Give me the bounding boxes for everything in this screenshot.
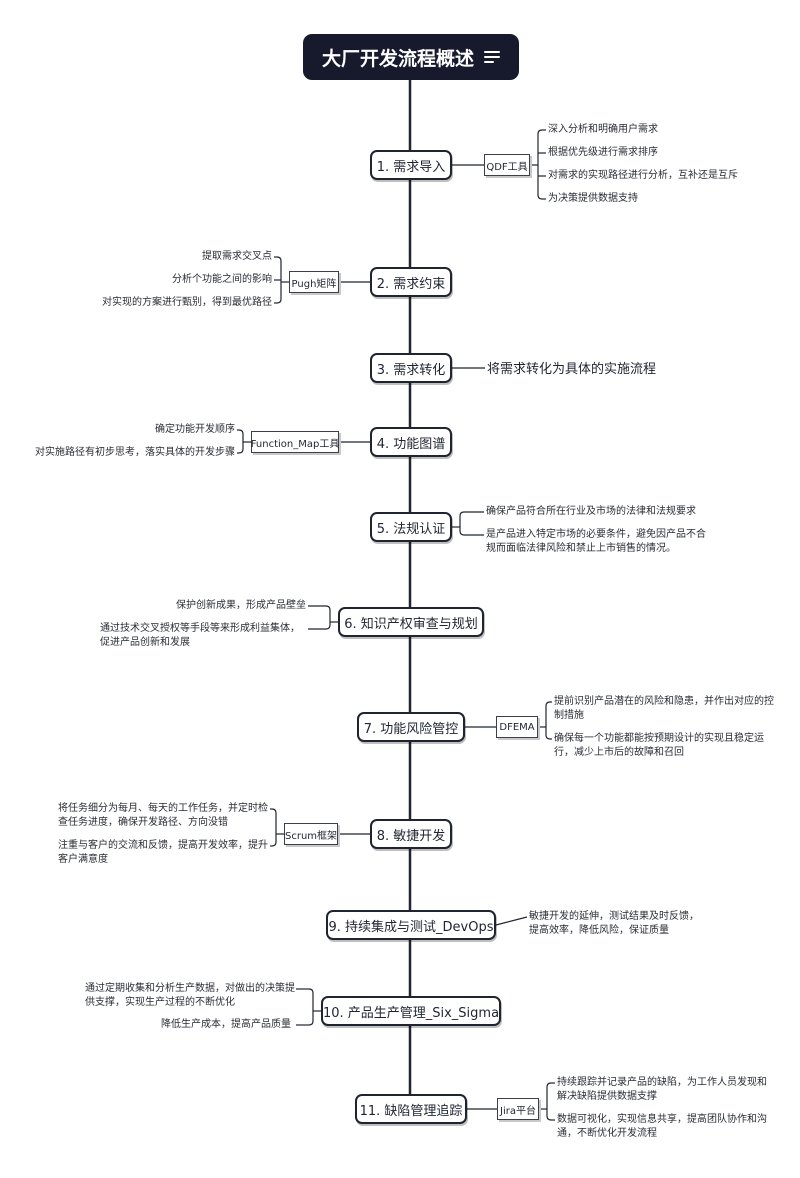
step-1-leaf-4: 为决策提供数据支持	[548, 193, 638, 204]
connector-curve	[308, 1020, 314, 1026]
connector-curve	[271, 841, 277, 847]
connector-curve	[276, 298, 282, 304]
step-1-leaf-3: 对需求的实现路径进行分析，互补还是互斥	[548, 170, 738, 181]
step-4-leaf-2: 对实施路径有初步思考，落实具体的开发步骤	[35, 447, 235, 458]
step-6-leaf-1: 保护创新成果，形成产品壁垒	[176, 600, 306, 611]
connector-curve	[238, 429, 244, 435]
step-5-leaf-2: 是产品进入特定市场的必要条件，避免因产品不合规而面临法律风险和禁止上市销售的情况…	[486, 529, 706, 554]
connector-curve	[271, 808, 277, 814]
connector-curve	[459, 511, 465, 517]
connector-curve	[545, 701, 551, 707]
step-6-leaf-2: 通过技术交叉授权等手段等来形成利益集体，促进产品创新和发展	[100, 623, 300, 648]
title-text: 大厂开发流程概述	[321, 47, 474, 70]
step-2-leaf-2: 分析个功能之间的影响	[172, 274, 272, 285]
step-7-leaf-2: 确保每一个功能都能按预期设计的实现且稳定运行，减少上市后的故障和召回	[554, 733, 764, 758]
step-3-leaf-1: 将需求转化为具体的实施流程	[487, 362, 657, 377]
connector-curve	[546, 1082, 552, 1088]
step-10-leaf-2: 降低生产成本，提高产品质量	[161, 1019, 291, 1030]
step-8-leaf-2: 注重与客户的交流和反馈，提高开发效率，提升客户满意度	[58, 840, 268, 865]
connector-curve	[546, 1115, 552, 1121]
menu-icon	[484, 48, 500, 66]
connector-line	[495, 916, 528, 926]
step-2-leaf-3: 对实现的方案进行甄别，得到最优路径	[102, 297, 272, 308]
step-1-tool[interactable]: QDF工具	[484, 154, 530, 176]
connector-curve	[545, 734, 551, 740]
step-2-node[interactable]: 2. 需求约束	[370, 267, 452, 297]
step-10-leaf-1: 通过定期收集和分析生产数据，对做出的决策提供支撑，实现生产过程的不断优化	[85, 983, 295, 1008]
step-4-tool[interactable]: Function_Map工具	[251, 431, 339, 453]
step-1-leaf-1: 深入分析和明确用户需求	[548, 124, 658, 135]
step-4-leaf-1: 确定功能开发顺序	[155, 424, 235, 435]
step-2-tool[interactable]: Pugh矩阵	[289, 271, 339, 293]
step-8-tool[interactable]: Scrum框架	[284, 823, 338, 845]
connector-curve	[238, 448, 244, 454]
step-2-leaf-1: 提取需求交叉点	[202, 251, 272, 262]
step-9-node[interactable]: 9. 持续集成与测试_DevOps	[326, 910, 496, 940]
step-6-node[interactable]: 6. 知识产权审查与规划	[338, 607, 484, 637]
connector-curve	[308, 988, 314, 994]
step-9-leaf-1: 敏捷开发的延伸，测试结果及时反馈，提高效率，降低风险，保证质量	[529, 911, 699, 936]
connector-curve	[325, 605, 331, 611]
step-3-node[interactable]: 3. 需求转化	[370, 353, 452, 383]
connector-curve	[537, 194, 543, 200]
step-11-leaf-2: 数据可视化，实现信息共享，提高团队协作和沟通，不断优化开发流程	[557, 1114, 767, 1139]
step-5-node[interactable]: 5. 法规认证	[370, 512, 452, 542]
step-7-tool[interactable]: DFEMA	[496, 716, 538, 738]
step-5-leaf-1: 确保产品符合所在行业及市场的法律和法规要求	[486, 506, 696, 517]
step-8-node[interactable]: 8. 敏捷开发	[370, 819, 452, 849]
step-1-node[interactable]: 1. 需求导入	[370, 150, 452, 180]
step-10-node[interactable]: 10. 产品生产管理_Six_Sigma	[321, 996, 501, 1026]
diagram-title: 大厂开发流程概述	[303, 34, 519, 80]
step-4-node[interactable]: 4. 功能图谱	[370, 427, 452, 457]
connector-curve	[459, 530, 465, 536]
connector-curve	[537, 129, 543, 135]
step-8-leaf-1: 将任务细分为每月、每天的工作任务，并定时检查任务进度，确保开发路径、方向没错	[58, 803, 268, 828]
step-1-leaf-2: 根据优先级进行需求排序	[548, 147, 658, 158]
step-7-leaf-1: 提前识别产品潜在的风险和隐患，并作出对应的控制措施	[554, 696, 774, 721]
connector-curve	[276, 256, 282, 262]
connector-curve	[325, 624, 331, 630]
step-7-node[interactable]: 7. 功能风险管控	[357, 712, 465, 742]
step-11-node[interactable]: 11. 缺陷管理追踪	[355, 1094, 467, 1124]
step-11-tool[interactable]: Jira平台	[497, 1098, 539, 1120]
step-11-leaf-1: 持续跟踪并记录产品的缺陷，为工作人员发现和解决缺陷提供数据支撑	[557, 1077, 767, 1102]
